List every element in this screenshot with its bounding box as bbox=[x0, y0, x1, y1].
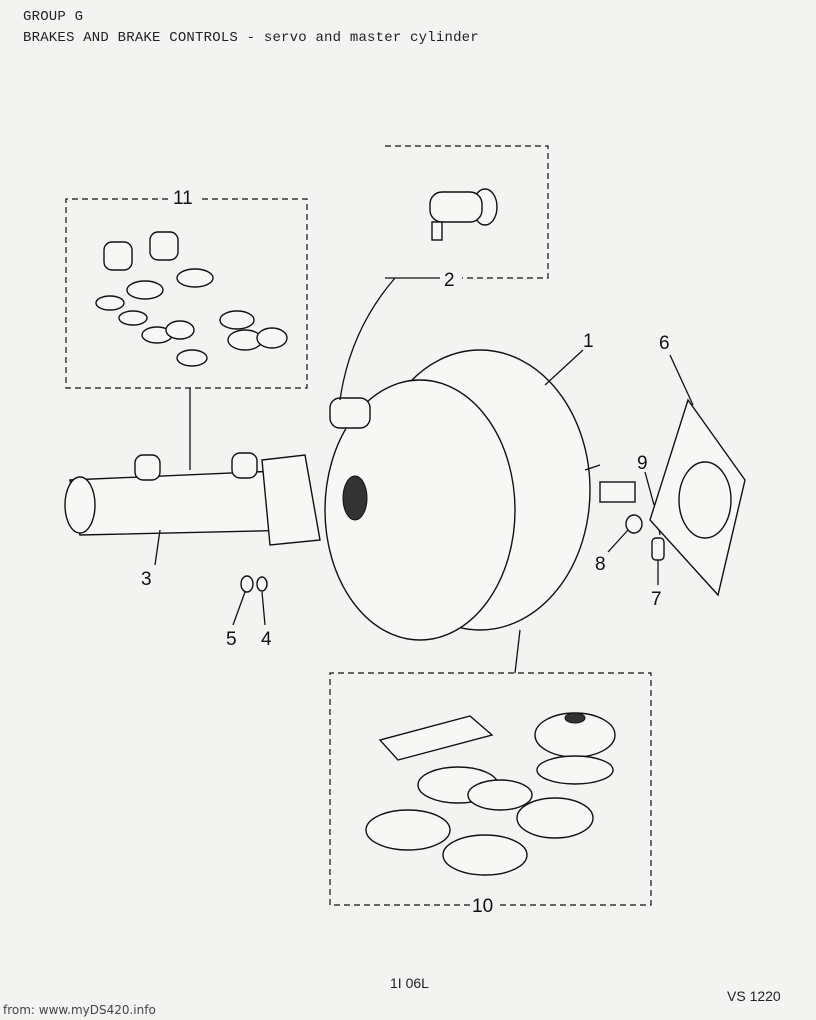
source-watermark: from: www.myDS420.info bbox=[3, 1003, 156, 1017]
washer-8 bbox=[625, 514, 643, 534]
kit-box-10 bbox=[329, 672, 652, 906]
callout-4: 4 bbox=[261, 629, 272, 650]
callout-1: 1 bbox=[583, 331, 594, 352]
page-number: 1I 06L bbox=[390, 975, 429, 991]
callout-5: 5 bbox=[226, 629, 237, 650]
seal-kit-parts bbox=[95, 231, 288, 367]
servo-unit bbox=[324, 349, 636, 641]
group-label: GROUP G bbox=[23, 9, 84, 25]
callout-7: 7 bbox=[651, 589, 662, 610]
drawing-reference: VS 1220 bbox=[727, 988, 781, 1004]
pin-7 bbox=[651, 537, 665, 561]
master-cylinder bbox=[64, 452, 321, 546]
leader-lines bbox=[154, 277, 694, 674]
nut-5 bbox=[240, 575, 254, 593]
page-title: BRAKES AND BRAKE CONTROLS - servo and ma… bbox=[23, 30, 479, 46]
washer-4 bbox=[256, 576, 268, 592]
callout-10: 10 bbox=[472, 896, 493, 917]
callout-11: 11 bbox=[173, 188, 193, 209]
callout-2: 2 bbox=[444, 270, 455, 291]
callout-9: 9 bbox=[637, 453, 648, 474]
callout-6: 6 bbox=[659, 333, 670, 354]
callout-3: 3 bbox=[141, 569, 152, 590]
kit-box-11 bbox=[65, 198, 308, 389]
kit-box-2 bbox=[385, 145, 549, 279]
callout-8: 8 bbox=[595, 554, 606, 575]
